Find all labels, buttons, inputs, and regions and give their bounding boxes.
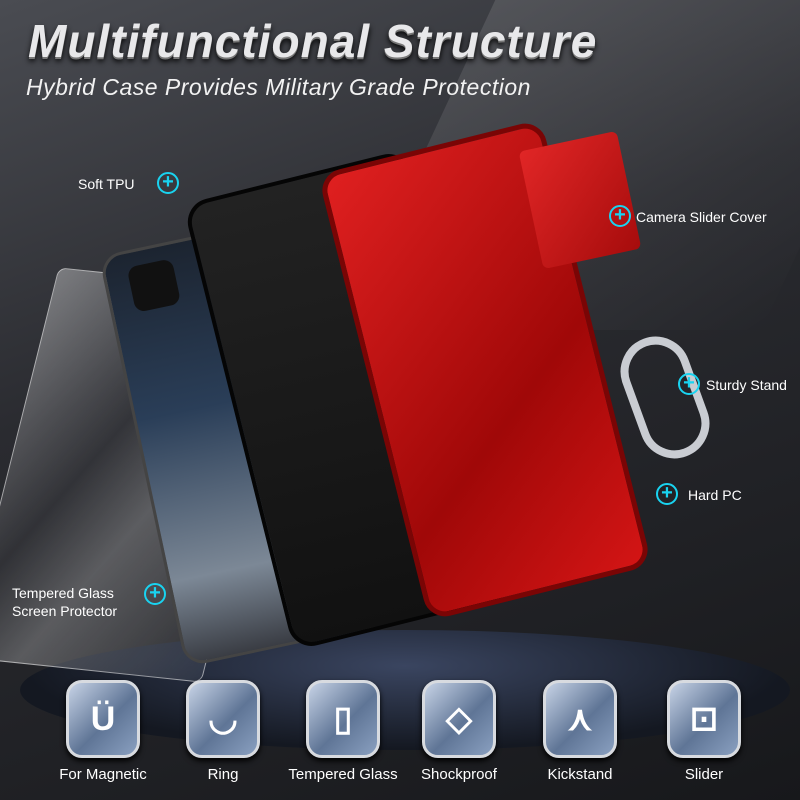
feature-shockproof: ◇ Shockproof [399,680,519,783]
feature-slider: ⊡ Slider [644,680,764,783]
slider-icon: ⊡ [667,680,741,758]
feature-label: Tempered Glass [288,766,398,783]
plus-icon: + [144,583,166,605]
magnet-icon: Ü [66,680,140,758]
feature-tempered-glass: ▯ Tempered Glass [283,680,403,783]
callout-tempered-glass: Tempered Glass Screen Protector [12,584,117,620]
plus-icon: + [157,172,179,194]
feature-kickstand: ⋏ Kickstand [520,680,640,783]
feature-label: Shockproof [421,766,497,783]
page-subtitle: Hybrid Case Provides Military Grade Prot… [26,74,531,100]
feature-ring: ◡ Ring [163,680,283,783]
feature-label: Ring [207,766,239,783]
callout-sturdy-stand: Sturdy Stand [706,377,787,393]
display-stage [20,630,790,750]
callout-camera-slider: Camera Slider Cover [636,209,767,225]
ring-icon: ◡ [186,680,260,758]
callout-soft-tpu: Soft TPU [78,176,135,192]
callout-line: Screen Protector [12,603,118,619]
callout-line: Tempered Glass [12,585,114,601]
feature-magnetic: Ü For Magnetic [43,680,163,783]
plus-icon: + [678,373,700,395]
plus-icon: + [656,483,678,505]
shockproof-icon: ◇ [422,680,496,758]
plus-icon: + [609,205,631,227]
kickstand-icon: ⋏ [543,680,617,758]
camera-module [126,258,182,313]
page-title: Multifunctional Structure [28,15,598,67]
feature-label: Slider [684,766,724,783]
callout-hard-pc: Hard PC [688,487,742,503]
tempered-glass-icon: ▯ [306,680,380,758]
feature-label: Kickstand [547,766,613,783]
feature-label: For Magnetic [59,766,147,783]
